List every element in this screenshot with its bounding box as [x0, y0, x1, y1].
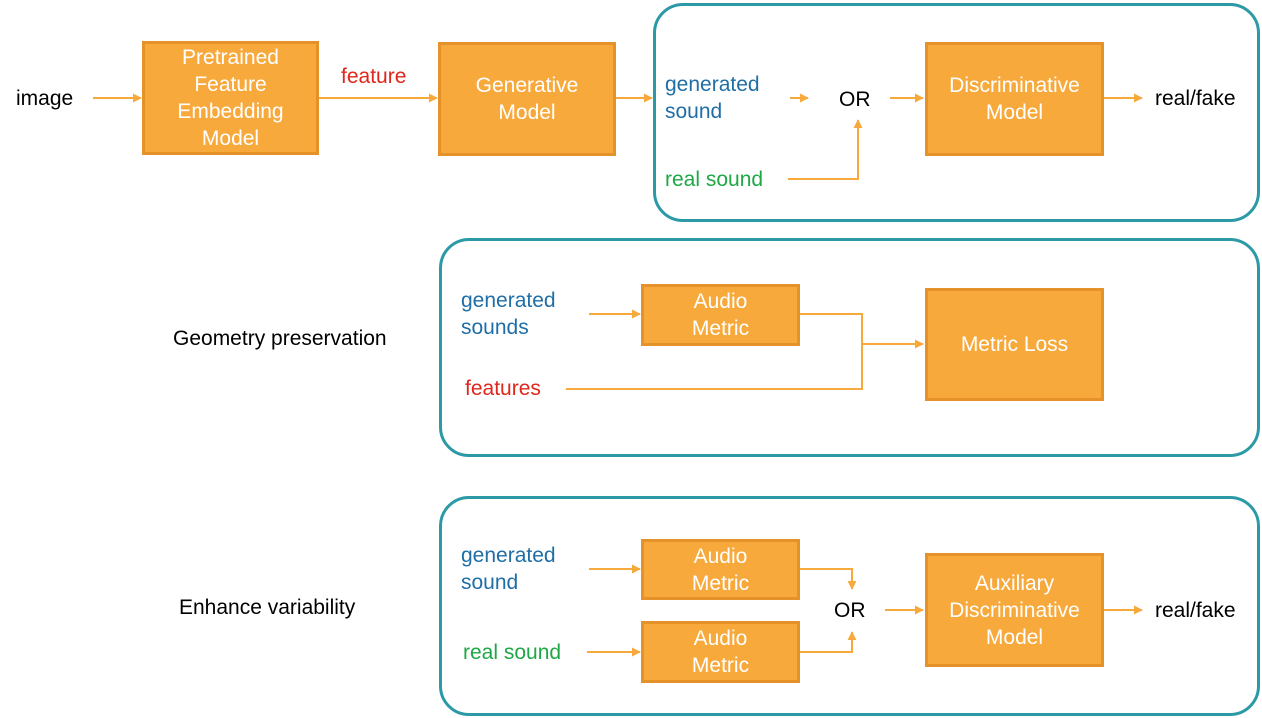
arrow-real-sound-to-or	[788, 119, 863, 180]
geometry-preservation-group-box	[439, 238, 1260, 457]
real-sound-label: real sound	[665, 168, 764, 191]
features-label: features	[465, 377, 541, 400]
arrow-audio-metric-to-metric-loss	[800, 313, 924, 349]
generated-sound-label: generated sound	[665, 73, 760, 123]
discriminative-model-block: Discriminative Model	[925, 42, 1104, 156]
line-features-to-junction	[566, 344, 863, 390]
auxiliary-discriminative-block: Auxiliary Discriminative Model	[925, 553, 1104, 667]
arrow-audio-metric-1-to-or	[800, 568, 857, 590]
or-label: OR	[839, 88, 871, 111]
metric-loss-block: Metric Loss	[925, 288, 1104, 401]
variability-real-fake-output-label: real/fake	[1155, 599, 1236, 622]
adversarial-group-box	[653, 3, 1260, 222]
audio-metric-block: Audio Metric	[641, 284, 800, 346]
generative-model-block: Generative Model	[438, 42, 616, 156]
variability-or-label: OR	[834, 599, 866, 622]
variability-real-sound-label: real sound	[463, 641, 562, 664]
real-fake-output-label: real/fake	[1155, 87, 1236, 110]
feature-label: feature	[341, 65, 407, 88]
arrow-audio-metric-2-to-or	[800, 631, 857, 653]
geometry-preservation-label: Geometry preservation	[173, 327, 387, 350]
enhance-variability-group-box	[439, 496, 1260, 716]
audio-metric-block-1: Audio Metric	[641, 539, 800, 600]
image-input-label: image	[16, 87, 74, 110]
pretrained-embedding-block: Pretrained Feature Embedding Model	[142, 41, 319, 155]
enhance-variability-label: Enhance variability	[179, 596, 356, 619]
variability-generated-sound-label: generated sound	[461, 544, 556, 594]
audio-metric-block-2: Audio Metric	[641, 621, 800, 683]
generated-sounds-label: generated sounds	[461, 289, 556, 339]
